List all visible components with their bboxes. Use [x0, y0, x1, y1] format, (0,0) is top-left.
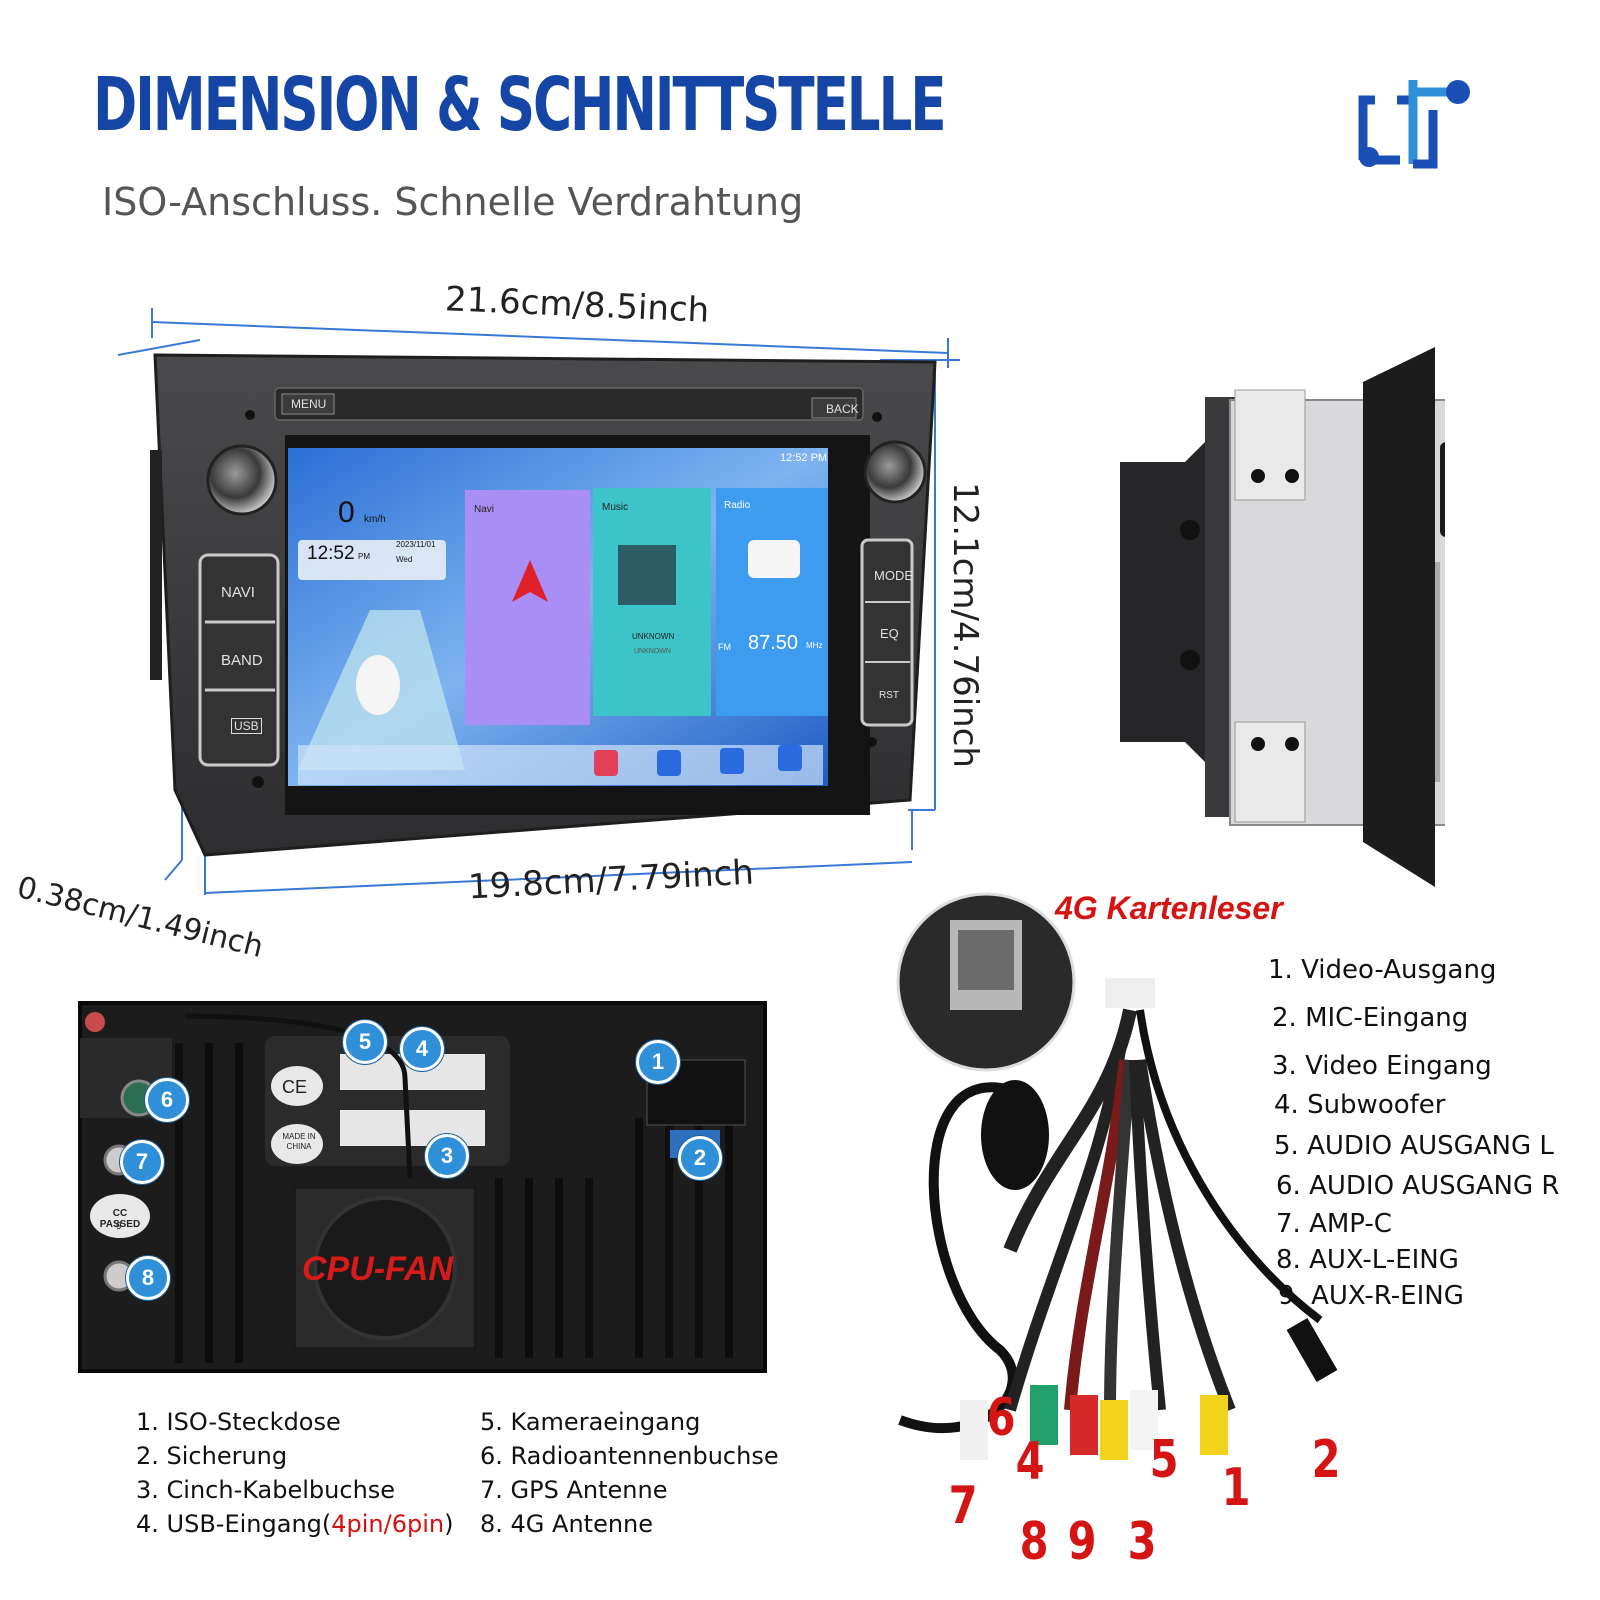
cable-legend-6: 6. AUDIO AUSGANG R: [1276, 1171, 1560, 1201]
clock-time: 12:52: [307, 543, 355, 564]
port-badge-5: 5: [343, 1020, 387, 1064]
clock-ampm: PM: [358, 552, 370, 561]
cable-legend-7: 7. AMP-C: [1276, 1209, 1392, 1239]
menu-button[interactable]: MENU: [291, 397, 327, 411]
band-button[interactable]: BAND: [221, 652, 263, 669]
clock-weekday: Wed: [396, 555, 413, 564]
music-card-title[interactable]: Music: [602, 502, 629, 513]
cable-number-9: 9: [1067, 1512, 1097, 1572]
radio-card-title[interactable]: Radio: [724, 500, 751, 511]
back-legend-4: 4. USB-Eingang(4pin/6pin): [136, 1510, 454, 1538]
usb-button[interactable]: USB: [231, 718, 262, 734]
cable-number-2: 2: [1311, 1430, 1341, 1490]
music-track: UNKNOWN: [632, 632, 675, 641]
dimension-lines: [117, 308, 960, 895]
back-legend-5: 5. Kameraeingang: [480, 1408, 701, 1436]
radio-frequency: 87.50: [748, 632, 799, 654]
cable-number-6: 6: [986, 1388, 1016, 1448]
port-badge-7: 7: [120, 1140, 164, 1184]
cpu-fan-label: CPU-FAN: [302, 1250, 454, 1288]
back-legend-7: 7. GPS Antenne: [480, 1476, 668, 1504]
card-reader-label: 4G Kartenleser: [1055, 890, 1283, 926]
cable-legend-1: 1. Video-Ausgang: [1268, 955, 1497, 985]
speed-value: 0: [338, 496, 355, 529]
back-legend-8: 8. 4G Antenne: [480, 1510, 654, 1538]
cable-number-8: 8: [1019, 1512, 1049, 1572]
back-button[interactable]: BACK: [826, 402, 859, 416]
eq-button[interactable]: EQ: [880, 626, 899, 641]
back-legend-2: 2. Sicherung: [136, 1442, 288, 1470]
back-legend-6: 6. Radioantennenbuchse: [480, 1442, 779, 1470]
cable-number-5: 5: [1149, 1430, 1179, 1490]
radio-unit: MHz: [806, 641, 823, 650]
cable-number-3: 3: [1127, 1512, 1157, 1572]
cable-harness: [896, 892, 1338, 1460]
cable-legend-8: 8. AUX-L-EING: [1276, 1245, 1459, 1275]
port-badge-1: 1: [636, 1040, 680, 1084]
dimension-right: 12.1cm/4.76inch: [945, 482, 985, 768]
back-legend-1: 1. ISO-Steckdose: [136, 1408, 341, 1436]
mode-button[interactable]: MODE: [874, 568, 913, 583]
rst-button[interactable]: RST: [879, 690, 899, 701]
port-badge-6: 6: [145, 1078, 189, 1122]
radio-band: FM: [718, 642, 731, 652]
made-in-label: MADE IN CHINA: [282, 1132, 316, 1151]
navi-card-title[interactable]: Navi: [474, 504, 495, 515]
speed-unit: km/h: [364, 514, 386, 525]
navi-button[interactable]: NAVI: [221, 584, 255, 601]
cable-number-4: 4: [1015, 1432, 1045, 1492]
port-badge-3: 3: [425, 1134, 469, 1178]
cc-number: 9: [116, 1221, 122, 1232]
head-unit-front: [150, 353, 937, 857]
port-badge-2: 2: [678, 1136, 722, 1180]
back-legend-3: 3. Cinch-Kabelbuchse: [136, 1476, 396, 1504]
cc-label: CC PASSED: [99, 1208, 141, 1230]
head-unit-side: [1120, 347, 1445, 887]
cable-legend-3: 3. Video Eingang: [1272, 1051, 1492, 1081]
cable-legend-4: 4. Subwoofer: [1274, 1090, 1446, 1120]
port-badge-4: 4: [400, 1027, 444, 1071]
cable-number-1: 1: [1221, 1458, 1251, 1518]
interface-icon: [1358, 80, 1470, 169]
ce-mark: CE: [282, 1077, 308, 1097]
cable-number-7: 7: [948, 1476, 978, 1536]
clock-date: 2023/11/01: [396, 540, 436, 549]
status-time: 12:52 PM: [780, 452, 828, 464]
port-badge-8: 8: [126, 1256, 170, 1300]
cable-legend-5: 5. AUDIO AUSGANG L: [1274, 1131, 1554, 1161]
cable-legend-9: 9. AUX-R-EING: [1278, 1281, 1464, 1311]
page-title: DIMENSION & SCHNITTSTELLE: [93, 62, 947, 148]
music-artist: UNKNOWN: [634, 648, 671, 655]
cable-legend-2: 2. MIC-Eingang: [1272, 1003, 1469, 1033]
page-subtitle: ISO-Anschluss. Schnelle Verdrahtung: [102, 180, 804, 224]
